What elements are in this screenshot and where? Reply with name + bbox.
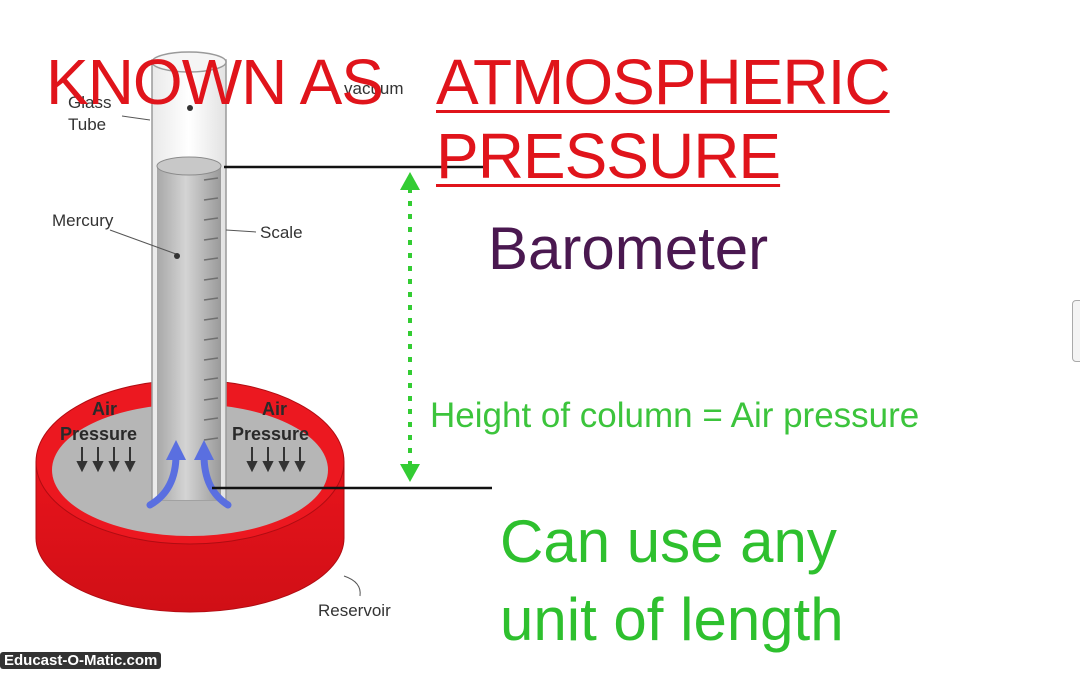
label-glass: Glass [68, 93, 111, 112]
watermark-logo: Educast-O-Matic.com [0, 652, 162, 669]
air-pressure-arrows-left [76, 447, 136, 473]
scale-leader [225, 229, 257, 233]
air-label-right: Air [262, 399, 287, 419]
height-arrow-head-top [400, 172, 420, 190]
mercury-column-top [156, 156, 222, 176]
height-caption: Height of column = Air pressure [430, 396, 920, 435]
pressure-label-left: Pressure [60, 424, 137, 444]
title-atmospheric: ATMOSPHERIC [436, 46, 891, 118]
vacuum-dot [187, 105, 193, 111]
flow-arrowhead-left [166, 440, 186, 460]
note-line-1: Can use any [500, 508, 837, 575]
scale-ticks [203, 177, 219, 441]
label-mercury: Mercury [52, 211, 114, 230]
pressure-flow-arrows [146, 451, 232, 509]
flow-arrowhead-right [194, 440, 214, 460]
glass-tube-top [151, 51, 227, 73]
pressure-label-right: Pressure [232, 424, 309, 444]
mercury-leader [109, 229, 177, 255]
mercury-column [157, 166, 221, 500]
glass-tube-leader [121, 115, 151, 121]
side-panel-handle[interactable] [1072, 300, 1080, 362]
instrument-name: Barometer [488, 215, 769, 282]
air-label-left: Air [92, 399, 117, 419]
title-pressure: PRESSURE [436, 120, 781, 192]
title-known-as: KNOWN AS [46, 46, 384, 118]
label-tube: Tube [68, 115, 106, 134]
label-scale: Scale [260, 223, 303, 242]
label-vacuum: vacuum [344, 79, 404, 98]
reservoir-leader [343, 575, 361, 597]
note-line-2: unit of length [500, 586, 844, 653]
height-arrow-head-bottom [400, 464, 420, 482]
label-reservoir: Reservoir [318, 601, 391, 620]
air-pressure-arrows-right [246, 447, 306, 473]
mercury-dot [174, 253, 180, 259]
